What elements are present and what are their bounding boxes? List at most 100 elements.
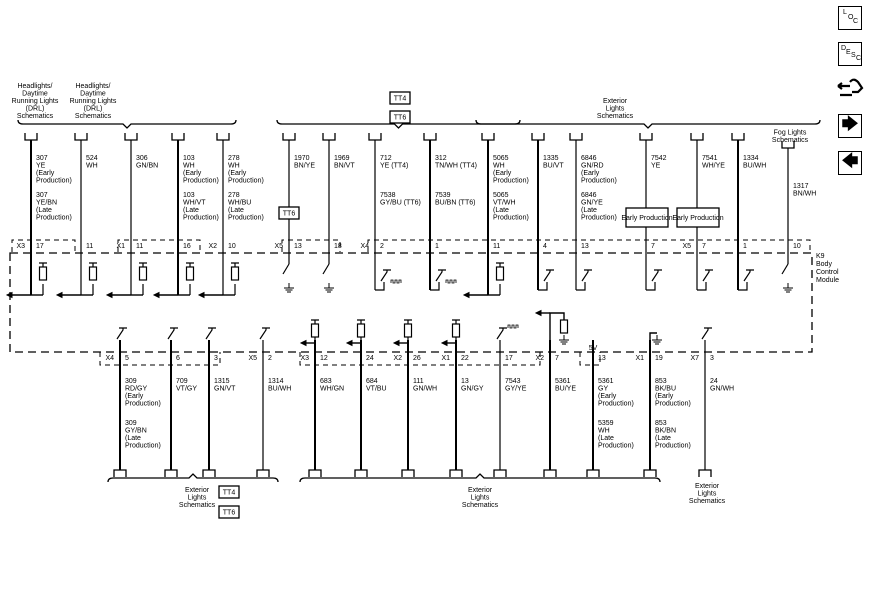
resistor-icon — [38, 266, 48, 281]
resistor-icon — [310, 323, 320, 338]
connector-hand-icon[interactable] — [836, 76, 864, 104]
connector-id: X2 — [535, 355, 544, 362]
circuit-label: WH/YE — [702, 163, 725, 170]
circuit-label: (Late — [125, 435, 141, 442]
circuit-label: (Late — [655, 435, 671, 442]
connector-bracket — [24, 133, 38, 141]
circuit-label: BU/VT — [543, 163, 564, 170]
option-tag-box — [218, 485, 240, 499]
arrow-head-icon — [55, 291, 63, 299]
switch-icon — [496, 327, 507, 340]
circuit-label: Production) — [125, 401, 161, 408]
circuit-label: 5361 — [598, 378, 614, 385]
connector-id: X5 — [248, 355, 257, 362]
circuit-label: 312 — [435, 155, 447, 162]
schematic-brace — [299, 473, 661, 483]
circuit-label: 309 — [125, 378, 137, 385]
wire — [549, 312, 565, 345]
resistor-icon — [138, 266, 148, 281]
arrow-left-icon[interactable]: 🡄 — [838, 151, 862, 175]
group-label: Lights — [606, 106, 625, 113]
description-button[interactable]: D E S C — [838, 42, 862, 66]
circuit-label: GN/WH — [710, 386, 734, 393]
pin-number: 22 — [461, 355, 469, 362]
circuit-label: 853 — [655, 420, 667, 427]
resistor-tee — [496, 262, 504, 267]
switch-icon — [702, 269, 713, 282]
connector-id: X4 — [105, 355, 114, 362]
switch-icon — [380, 269, 391, 282]
desc-letter: D — [841, 45, 847, 52]
circuit-label: 1335 — [543, 155, 559, 162]
desc-letter: E — [846, 49, 851, 56]
circuit-label: VT/WH — [493, 200, 516, 207]
circuit-label: 7539 — [435, 192, 451, 199]
pin-number: 11 — [136, 243, 143, 250]
circuit-label: WH/GN — [320, 386, 344, 393]
group-label: Fog Lights — [774, 130, 807, 137]
circuit-label: Production) — [228, 215, 264, 222]
early-production-tag-box — [625, 207, 669, 228]
circuit-label: BN/WH — [793, 191, 816, 198]
group-label: Daytime — [80, 91, 106, 98]
circuit-label: (Late — [36, 207, 52, 214]
circuit-label: 1334 — [743, 155, 759, 162]
pin-number: 18 — [334, 243, 342, 250]
circuit-label: 524 — [86, 155, 98, 162]
circuit-label: Production) — [36, 215, 72, 222]
circuit-label: 7543 — [505, 378, 521, 385]
pin-number: 3 — [710, 355, 714, 362]
group-label: Lights — [188, 495, 207, 502]
pin-number: 13 — [581, 243, 589, 250]
circuit-label: (Early — [655, 393, 674, 400]
resistor-icon — [403, 323, 413, 338]
connector-id: X3 — [16, 243, 25, 250]
early-production-tag-box — [676, 207, 720, 228]
arrow-head-icon — [345, 339, 353, 347]
resistor-icon — [88, 266, 98, 281]
arrow-right-icon[interactable]: 🡆 — [838, 114, 862, 138]
pin-number: 17 — [36, 243, 44, 250]
group-label: Exterior — [603, 98, 628, 105]
pwm-icon — [445, 279, 457, 284]
circuit-label: WH — [493, 163, 505, 170]
pin-number: 13 — [294, 243, 302, 250]
circuit-label: 307 — [36, 155, 48, 162]
loc-letter: C — [853, 18, 859, 25]
option-tag: TT6 — [283, 211, 296, 218]
circuit-label: BU/YE — [555, 386, 576, 393]
connector-outline — [11, 239, 76, 252]
connector-bracket — [354, 469, 368, 477]
module-label: K9 — [816, 253, 825, 260]
connector-bracket — [690, 133, 704, 141]
circuit-label: (Early — [598, 393, 617, 400]
option-tag: TT4 — [223, 490, 236, 497]
location-button[interactable]: L O C — [838, 6, 862, 30]
circuit-label: (Late — [183, 207, 199, 214]
circuit-label: (Early — [125, 393, 144, 400]
switch-icon — [701, 327, 712, 340]
pin-number: 10 — [793, 243, 801, 250]
resistor-tee — [452, 319, 460, 324]
circuit-label: (Early — [493, 170, 512, 177]
group-label: (DRL) — [84, 106, 103, 113]
circuit-label: GY/BN — [125, 428, 147, 435]
supply-voltage-label: 5V — [589, 345, 598, 352]
circuit-label: 1317 — [793, 183, 809, 190]
group-label: Running Lights — [70, 98, 117, 105]
connector-id: X3 — [300, 355, 309, 362]
ground-icon — [324, 283, 334, 293]
resistor-tee — [357, 319, 365, 324]
wire — [576, 282, 586, 291]
circuit-label: RD/GY — [125, 386, 148, 393]
loc-letter: O — [848, 14, 854, 21]
pin-number: 24 — [366, 355, 374, 362]
circuit-label: BK/BN — [655, 428, 676, 435]
connector-outline — [281, 239, 341, 252]
connector-bracket — [74, 133, 88, 141]
group-label: Headlights/ — [75, 83, 110, 90]
early-production-tag: Early Production — [621, 215, 672, 222]
circuit-label: 24 — [710, 378, 718, 385]
connector-bracket — [322, 133, 336, 141]
circuit-label: YE/BN — [36, 200, 57, 207]
